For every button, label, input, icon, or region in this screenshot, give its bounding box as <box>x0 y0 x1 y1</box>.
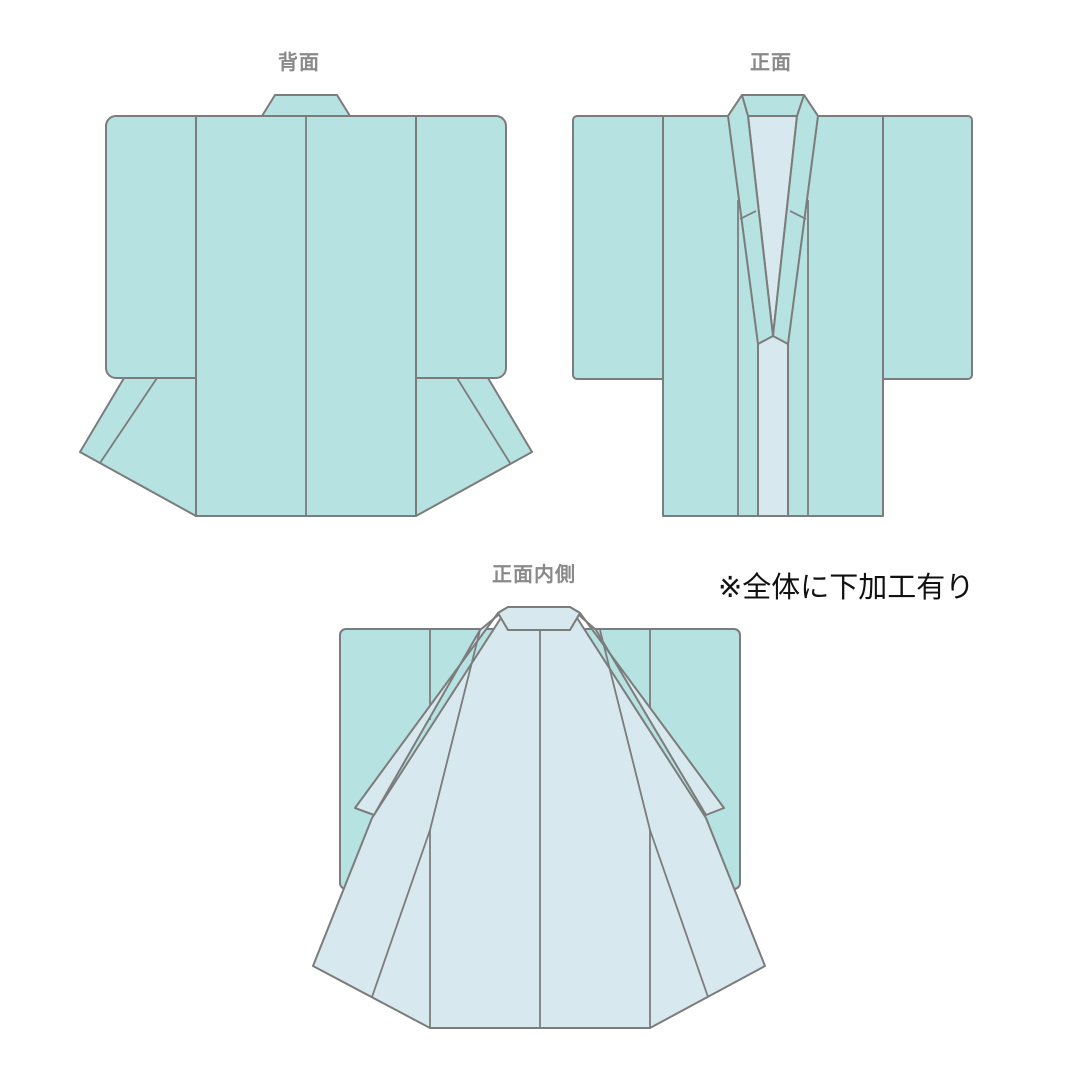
back-skirt-left <box>79 377 197 517</box>
back-view-label: 背面 <box>278 50 320 74</box>
processing-note: ※全体に下加工有り <box>718 570 975 604</box>
inside-view-label: 正面内側 <box>492 562 576 586</box>
front-collar-left <box>727 94 774 345</box>
back-collar <box>261 94 351 117</box>
back-view-kimono <box>79 94 533 517</box>
front-view-label: 正面 <box>750 50 792 74</box>
front-view-kimono <box>572 94 973 517</box>
inside-view-kimono <box>312 606 766 1029</box>
inside-neck-band <box>497 606 581 631</box>
front-left-sleeve <box>572 115 674 380</box>
front-lining-center <box>757 335 789 517</box>
front-collar-right <box>772 94 819 345</box>
front-right-sleeve <box>871 115 973 380</box>
back-skirt-right <box>415 377 533 517</box>
